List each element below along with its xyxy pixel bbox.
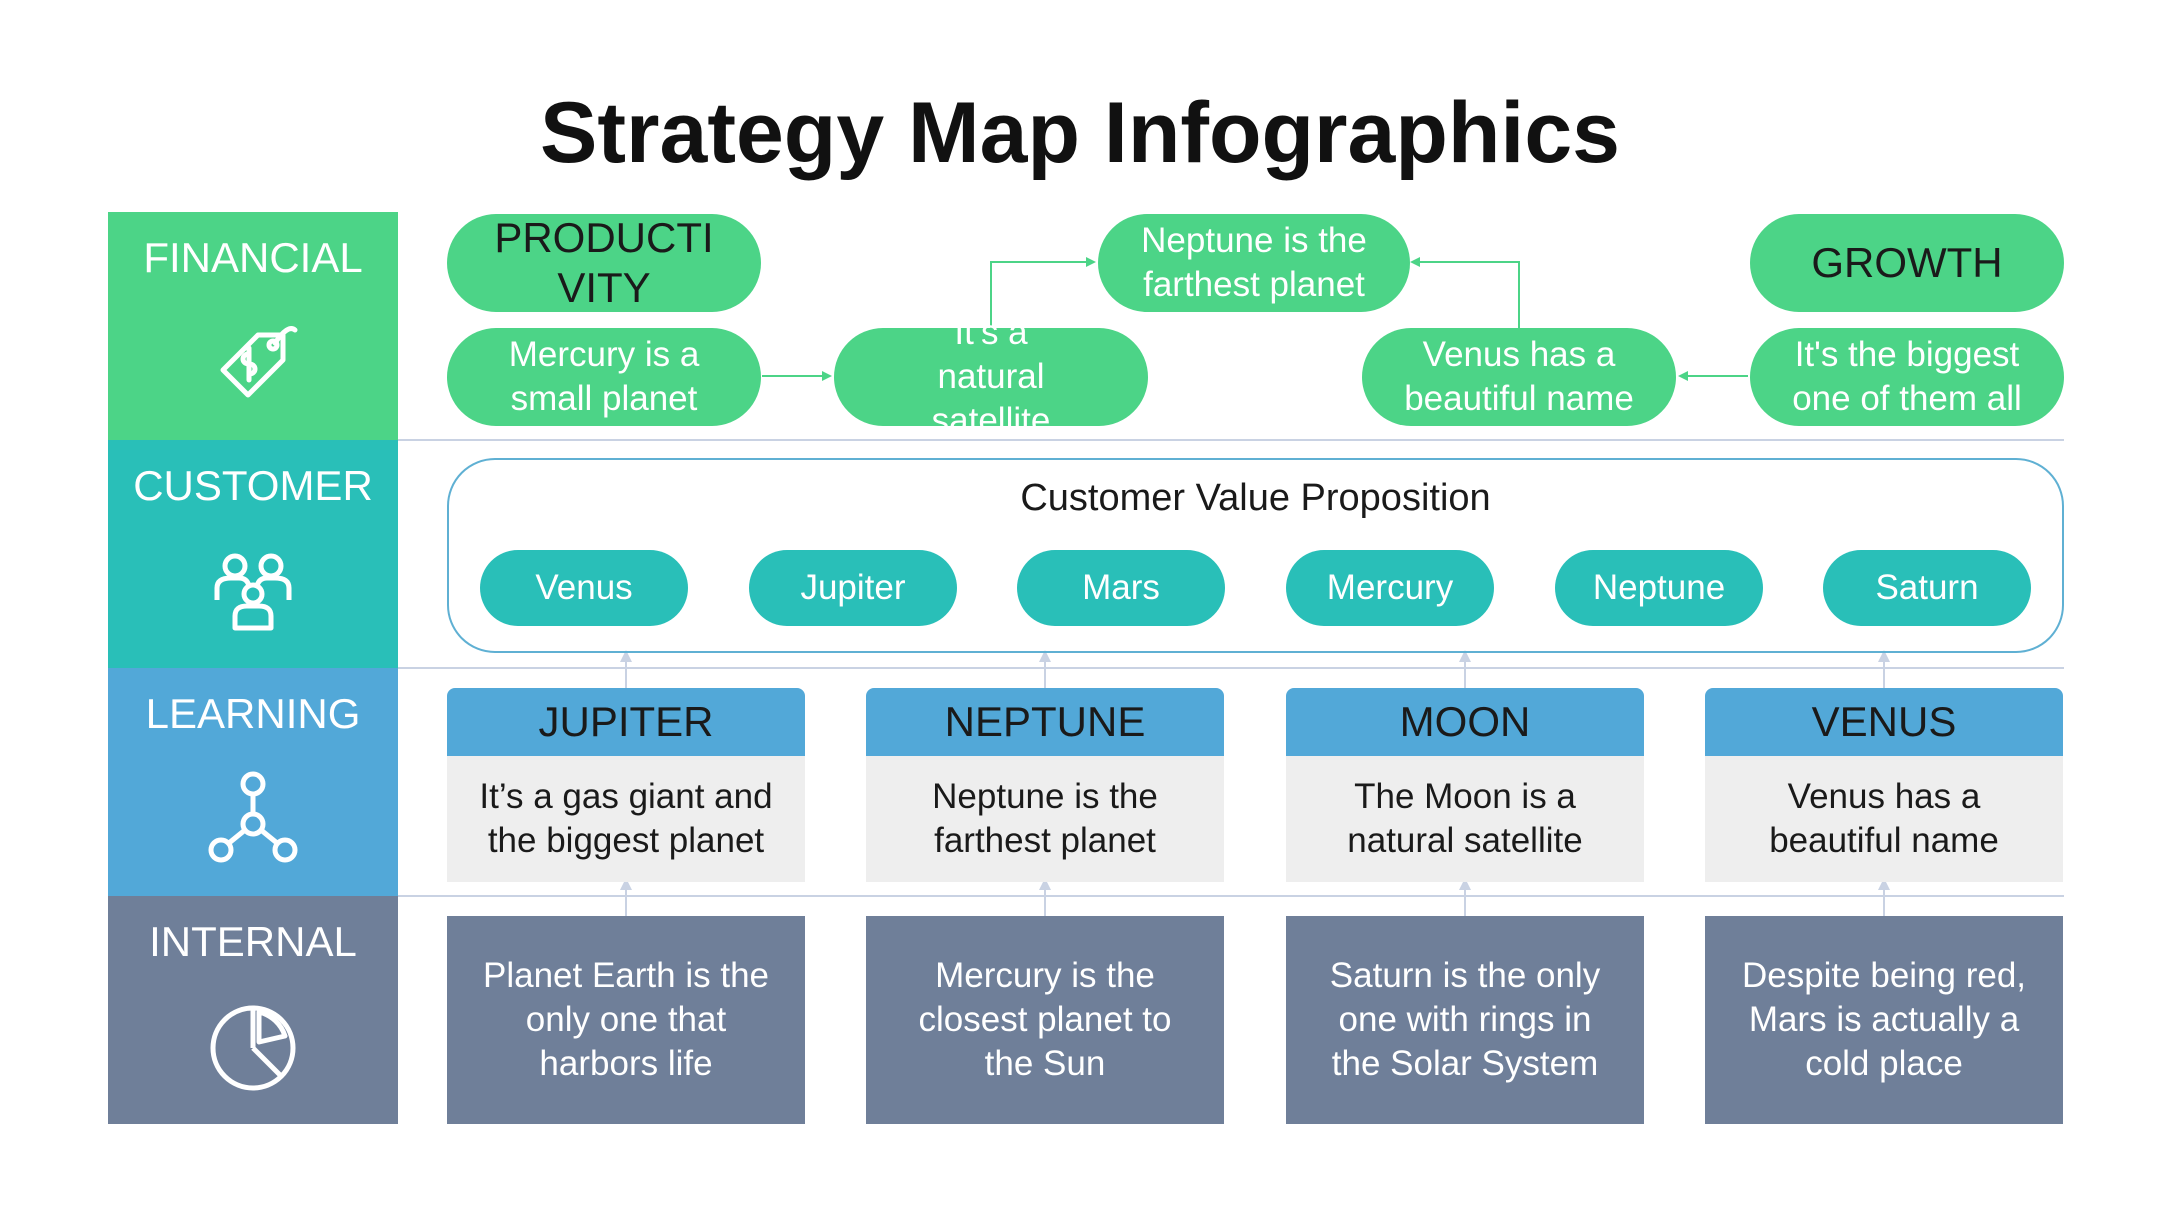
satellite-text: It’s a natural satellite	[931, 313, 1051, 440]
people-group-icon	[214, 553, 292, 631]
internal-box: Saturn is the only one with rings in the…	[1286, 916, 1644, 1124]
pie-chart-icon	[210, 1005, 296, 1091]
neptune-pill: Neptune is the farthest planet	[1098, 214, 1410, 312]
page-title: Strategy Map Infographics	[540, 84, 1620, 181]
arrow-venus-to-neptune	[1410, 257, 1520, 328]
customer-pill-mars: Mars	[1017, 550, 1225, 626]
internal-box: Mercury is the closest planet to the Sun	[866, 916, 1224, 1124]
arrow-satellite-to-neptune	[990, 257, 1096, 328]
row-divider	[398, 667, 2064, 669]
productivity-label: PRODUCTI VITY	[494, 214, 714, 311]
learning-card-text: Venus has a beautiful name	[1705, 756, 2063, 882]
customer-pill-jupiter: Jupiter	[749, 550, 957, 626]
productivity-pill: PRODUCTI VITY	[447, 214, 761, 312]
mercury-text: Mercury is a small planet	[508, 335, 700, 418]
customer-pill-venus: Venus	[480, 550, 688, 626]
perspective-learning: LEARNING	[108, 668, 398, 896]
learning-card-title: JUPITER	[447, 688, 805, 756]
learning-card-text: It’s a gas giant and the biggest planet	[447, 756, 805, 882]
learning-card-title: NEPTUNE	[866, 688, 1224, 756]
growth-pill: GROWTH	[1750, 214, 2064, 312]
venus-pill: Venus has a beautiful name	[1362, 328, 1676, 426]
venus-text: Venus has a beautiful name	[1404, 335, 1634, 418]
customer-value-proposition-box	[447, 458, 2064, 653]
growth-label: GROWTH	[1811, 239, 2003, 287]
perspective-customer: CUSTOMER	[108, 440, 398, 668]
learning-card-text: The Moon is a natural satellite	[1286, 756, 1644, 882]
customer-pill-neptune: Neptune	[1555, 550, 1763, 626]
mercury-pill: Mercury is a small planet	[447, 328, 761, 426]
biggest-pill: It's the biggest one of them all	[1750, 328, 2064, 426]
customer-value-proposition-title: Customer Value Proposition	[1020, 476, 1491, 519]
neptune-text: Neptune is the farthest planet	[1141, 221, 1367, 304]
perspective-label: INTERNAL	[149, 918, 357, 965]
network-nodes-icon	[208, 771, 298, 863]
satellite-pill: It’s a natural satellite	[834, 313, 1148, 440]
perspective-label: LEARNING	[145, 690, 361, 737]
perspective-label: CUSTOMER	[133, 462, 373, 509]
row-divider	[398, 439, 2064, 441]
price-tag-icon	[220, 326, 298, 398]
learning-card-text: Neptune is the farthest planet	[866, 756, 1224, 882]
row-divider	[398, 895, 2064, 897]
perspective-financial: FINANCIAL	[108, 212, 398, 440]
learning-card-title: MOON	[1286, 688, 1644, 756]
customer-pill-mercury: Mercury	[1286, 550, 1494, 626]
biggest-text: It's the biggest one of them all	[1792, 335, 2022, 418]
customer-pill-saturn: Saturn	[1823, 550, 2031, 626]
perspective-internal: INTERNAL	[108, 896, 398, 1124]
learning-card-title: VENUS	[1705, 688, 2063, 756]
internal-box: Planet Earth is the only one that harbor…	[447, 916, 805, 1124]
perspective-label: FINANCIAL	[143, 234, 363, 281]
internal-box: Despite being red, Mars is actually a co…	[1705, 916, 2063, 1124]
